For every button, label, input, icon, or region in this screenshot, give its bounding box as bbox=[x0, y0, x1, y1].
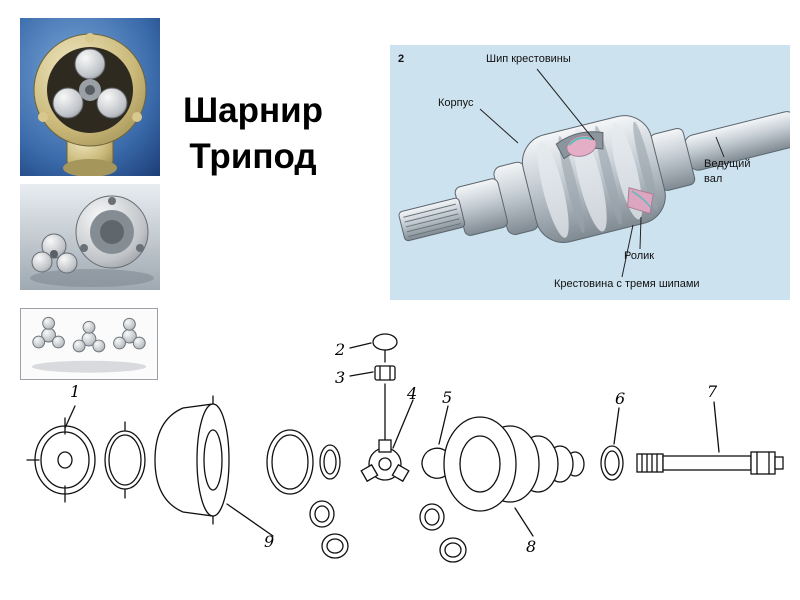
part-number-9: 9 bbox=[264, 532, 275, 551]
part-number-2: 2 bbox=[335, 340, 346, 359]
label-drive-shaft: Ведущий вал bbox=[704, 157, 750, 187]
cv-joint-illustration bbox=[398, 68, 790, 278]
label-drive-shaft-line2: вал bbox=[704, 172, 723, 185]
slide-title: Шарнир Трипод bbox=[158, 88, 348, 179]
photo-tripod-joint-assembled bbox=[20, 18, 160, 176]
photo-tripod-spiders bbox=[20, 308, 158, 380]
part-number-5: 5 bbox=[442, 388, 453, 407]
label-housing: Корпус bbox=[438, 97, 474, 109]
tripod-spiders-photo-art bbox=[21, 309, 157, 379]
part-number-3: 3 bbox=[335, 368, 346, 387]
part-number-1: 1 bbox=[70, 382, 81, 401]
part-number-6: 6 bbox=[615, 389, 626, 408]
label-spider: Крестовина с тремя шипами bbox=[554, 278, 700, 290]
exploded-view: 1 2 3 4 5 6 7 8 9 bbox=[15, 318, 795, 593]
tripod-hub-photo-art bbox=[20, 184, 160, 290]
part-number-4: 4 bbox=[407, 384, 418, 403]
exploded-view-art bbox=[26, 333, 784, 563]
part-number-7: 7 bbox=[707, 382, 718, 401]
title-line-1: Шарнир bbox=[182, 91, 324, 130]
label-spider-pin: Шип крестовины bbox=[486, 53, 571, 65]
title-line-2: Трипод bbox=[189, 136, 317, 176]
cv-joint-diagram-panel: 2 Шип крестовины Корпус Ведущий вал Роли… bbox=[390, 45, 790, 300]
part-number-8: 8 bbox=[526, 537, 537, 556]
photo-tripod-hub-parts bbox=[20, 184, 160, 290]
tripod-joint-photo-art bbox=[20, 18, 160, 176]
label-roller: Ролик bbox=[624, 250, 655, 262]
label-drive-shaft-line1: Ведущий bbox=[704, 158, 751, 170]
figure-number: 2 bbox=[398, 53, 405, 65]
